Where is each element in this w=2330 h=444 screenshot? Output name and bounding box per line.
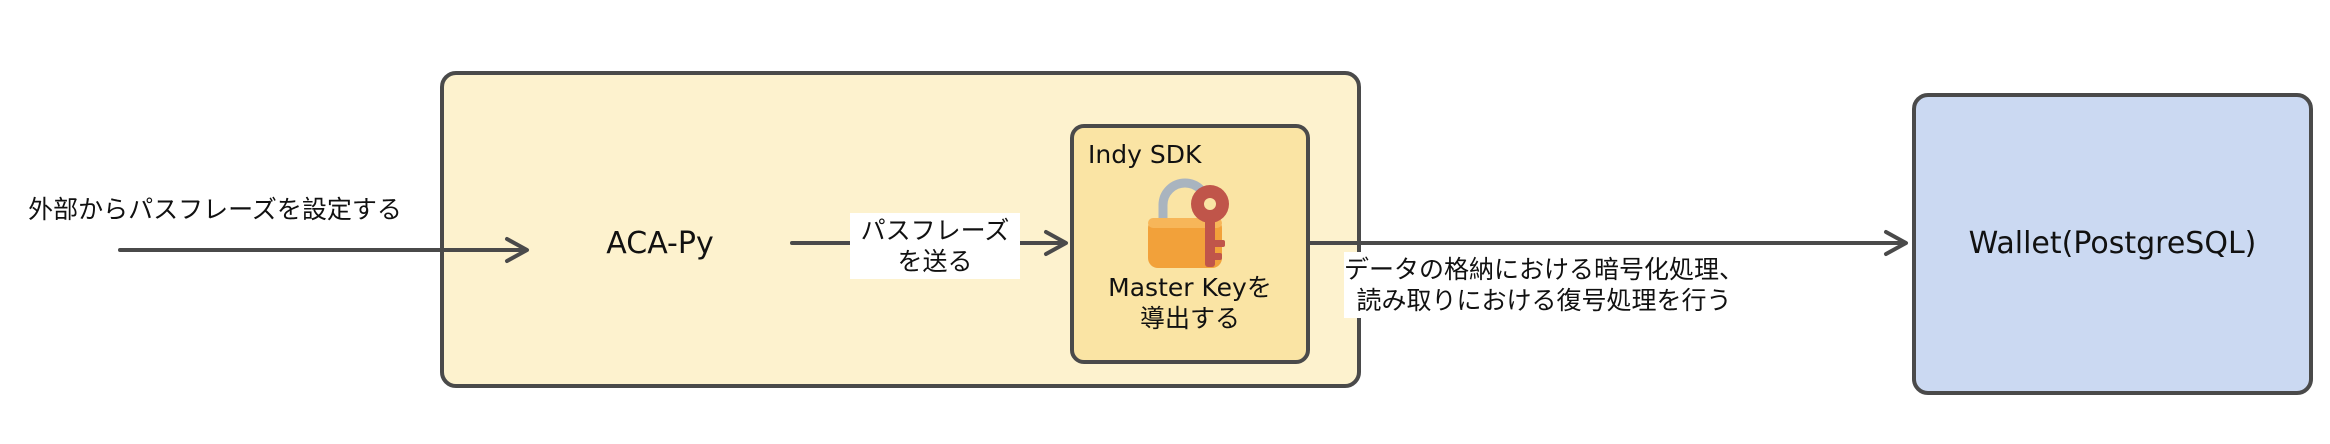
send-passphrase-line-2: を送る	[897, 247, 973, 276]
encryption-line-1: データの格納における暗号化処理、	[1344, 255, 1745, 284]
master-key-line-1: Master Keyを	[1108, 273, 1272, 302]
indy-to-wallet-arrow	[1308, 230, 1908, 256]
wallet-container	[1912, 93, 2313, 395]
external-passphrase-label: 外部からパスフレーズを設定する	[28, 195, 402, 224]
master-key-label: Master Keyを 導出する	[1090, 272, 1290, 334]
indy-sdk-title: Indy SDK	[1088, 140, 1202, 169]
master-key-line-2: 導出する	[1139, 304, 1240, 333]
external-to-acapy-arrow	[118, 237, 529, 263]
encryption-process-label: データの格納における暗号化処理、 読み取りにおける復号処理を行う	[1344, 252, 1744, 318]
send-passphrase-label: パスフレーズ を送る	[850, 213, 1020, 279]
send-passphrase-line-1: パスフレーズ	[860, 216, 1010, 245]
aca-py-label: ACA-Py	[606, 226, 714, 261]
key-icon	[1191, 185, 1229, 267]
encryption-line-2: 読み取りにおける復号処理を行う	[1356, 286, 1732, 315]
wallet-label: Wallet(PostgreSQL)	[1968, 226, 2257, 261]
